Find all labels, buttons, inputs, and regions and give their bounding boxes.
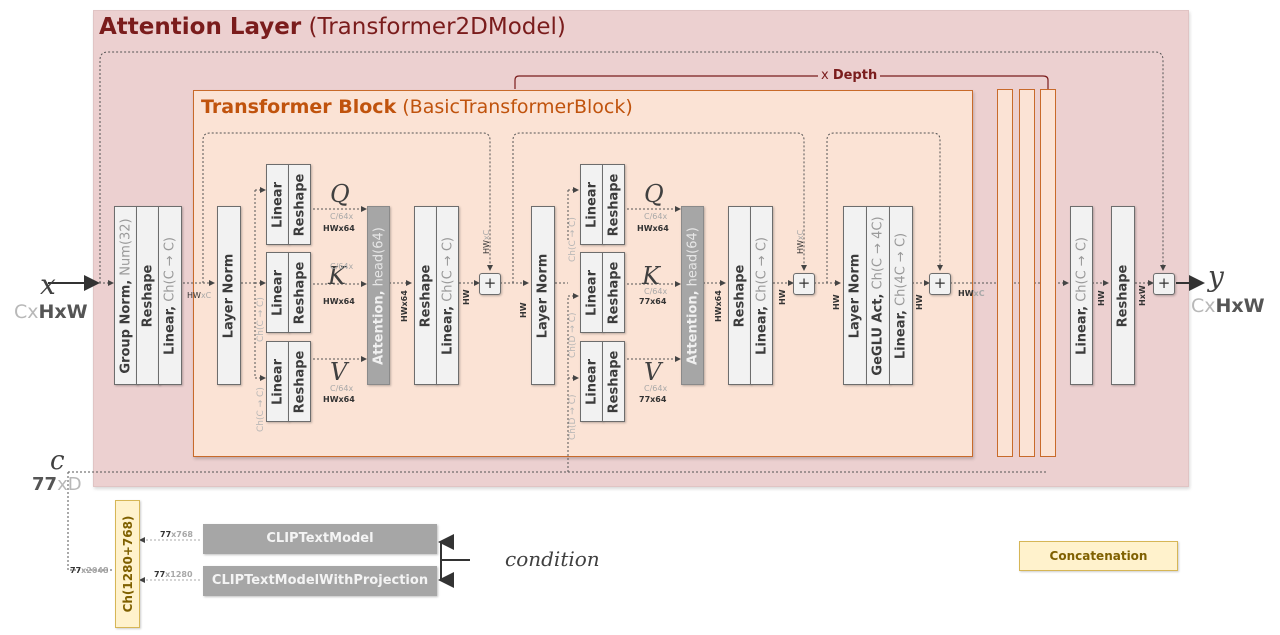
ch-label-4: Ch(D → C) — [568, 312, 578, 359]
reshape-out-1: Reshape — [414, 206, 437, 385]
linear-k-2: Linear — [580, 252, 603, 333]
ch-label-1: Ch(C → C) — [256, 297, 266, 342]
layer-norm-1: Layer Norm — [217, 206, 241, 385]
concat-channel-block: Ch(1280+768) — [115, 500, 140, 628]
context-dim: 77xD — [32, 474, 82, 495]
dim-q1: HWx64 — [323, 224, 355, 233]
dim-hw-residual-2: HWxC — [796, 229, 805, 254]
ch-label-2: Ch(C → C) — [256, 387, 266, 432]
ch-label-5: Ch(D → C) — [568, 394, 578, 441]
attention-block-2: Attention, head(64) — [681, 206, 704, 385]
linear-q-2: Linear — [580, 164, 603, 245]
linear-in-block: Linear, Ch(C → C) — [158, 206, 182, 385]
layer-norm-3: Layer Norm — [843, 206, 867, 385]
reshape-k-1: Reshape — [288, 252, 311, 333]
reshape-v-2: Reshape — [602, 341, 625, 422]
layer-norm-2: Layer Norm — [531, 206, 555, 385]
output-dim: CxHxW — [1191, 295, 1265, 317]
dim-c64-k1: C/64x — [330, 262, 354, 271]
reshape-block-1: Reshape — [136, 206, 160, 385]
condition-label: condition — [505, 547, 600, 571]
reshape-k-2: Reshape — [602, 252, 625, 333]
linear-v-1: Linear — [266, 341, 289, 422]
group-norm-block: Group Norm, Num(32) — [114, 206, 138, 385]
dim-k2: 77x64 — [639, 297, 667, 306]
linear-v-2: Linear — [580, 341, 603, 422]
depth-repeat-bar-2 — [1019, 89, 1035, 457]
reshape-final: Reshape — [1111, 206, 1135, 385]
dim-hw-7: HWxC — [958, 289, 985, 298]
context-symbol: c — [50, 446, 65, 476]
ch-label-3: Ch(C → C) — [568, 217, 578, 262]
add-node-3: + — [929, 273, 951, 295]
dim-c64-v2: C/64x — [644, 384, 668, 393]
dim-hw-6: HW — [915, 294, 924, 310]
dim-hw-1: HWxC — [187, 291, 212, 300]
legend-concatenation: Concatenation — [1019, 541, 1178, 571]
dim-hw-residual-1: HWxC — [482, 229, 491, 254]
dim-hxw-out: HxW — [1138, 285, 1147, 306]
reshape-q-1: Reshape — [288, 164, 311, 245]
reshape-v-1: Reshape — [288, 341, 311, 422]
dim-hw-2: HW — [462, 289, 471, 305]
add-node-2: + — [793, 273, 815, 295]
dim-hw-3: HW — [519, 302, 528, 318]
add-node-1: + — [479, 273, 501, 295]
k-symbol-1: K — [328, 262, 346, 290]
clip-text-model: CLIPTextModel — [203, 524, 437, 554]
v-symbol-2: V — [644, 358, 662, 386]
linear-final: Linear, Ch(C → C) — [1070, 206, 1093, 385]
geglu-block: GeGLU Act, Ch(C → 4C) — [866, 206, 890, 385]
dim-c64-q2: C/64x — [644, 212, 668, 221]
dim-hw-8: HW — [1097, 290, 1106, 306]
reshape-q-2: Reshape — [602, 164, 625, 245]
attention-block-1: Attention, head(64) — [367, 206, 390, 385]
q-symbol-2: Q — [644, 180, 664, 208]
clip-text-model-with-projection: CLIPTextModelWithProjection — [203, 566, 437, 596]
linear-out-1: Linear, Ch(C → C) — [436, 206, 459, 385]
linear-k-1: Linear — [266, 252, 289, 333]
attention-layer-title: Attention Layer (Transformer2DModel) — [99, 14, 566, 40]
add-node-final: + — [1153, 273, 1175, 295]
depth-repeat-bar-1 — [997, 89, 1013, 457]
dim-77x2048: 77x2048 — [70, 566, 109, 575]
dim-q2: HWx64 — [637, 224, 669, 233]
depth-label: x Depth — [821, 68, 878, 83]
input-symbol: x — [40, 268, 56, 301]
dim-77x1280: 77x1280 — [154, 570, 193, 579]
output-symbol: y — [1208, 260, 1224, 293]
dim-c64-k2: C/64x — [644, 287, 668, 296]
linear-q-1: Linear — [266, 164, 289, 245]
k-symbol-2: K — [642, 262, 660, 290]
linear-ff-out: Linear, Ch(4C → C) — [889, 206, 913, 385]
reshape-out-2: Reshape — [728, 206, 751, 385]
linear-out-2: Linear, Ch(C → C) — [750, 206, 773, 385]
dim-c64-q1: C/64x — [330, 212, 354, 221]
dim-hw-4: HW — [778, 289, 787, 305]
transformer-block-title: Transformer Block (BasicTransformerBlock… — [201, 96, 633, 118]
dim-77x768: 77x768 — [160, 530, 193, 539]
dim-v2: 77x64 — [639, 395, 667, 404]
dim-v1: HWx64 — [323, 395, 355, 404]
dim-attn-out-1: HWx64 — [400, 290, 409, 322]
dim-hw-5: HW — [832, 294, 841, 310]
dim-k1: HWx64 — [323, 297, 355, 306]
dim-attn-out-2: HWx64 — [714, 290, 723, 322]
v-symbol-1: V — [330, 358, 348, 386]
depth-repeat-bar-3 — [1040, 89, 1056, 457]
input-dim: CxHxW — [14, 301, 88, 323]
dim-c64-v1: C/64x — [330, 384, 354, 393]
q-symbol-1: Q — [330, 180, 350, 208]
